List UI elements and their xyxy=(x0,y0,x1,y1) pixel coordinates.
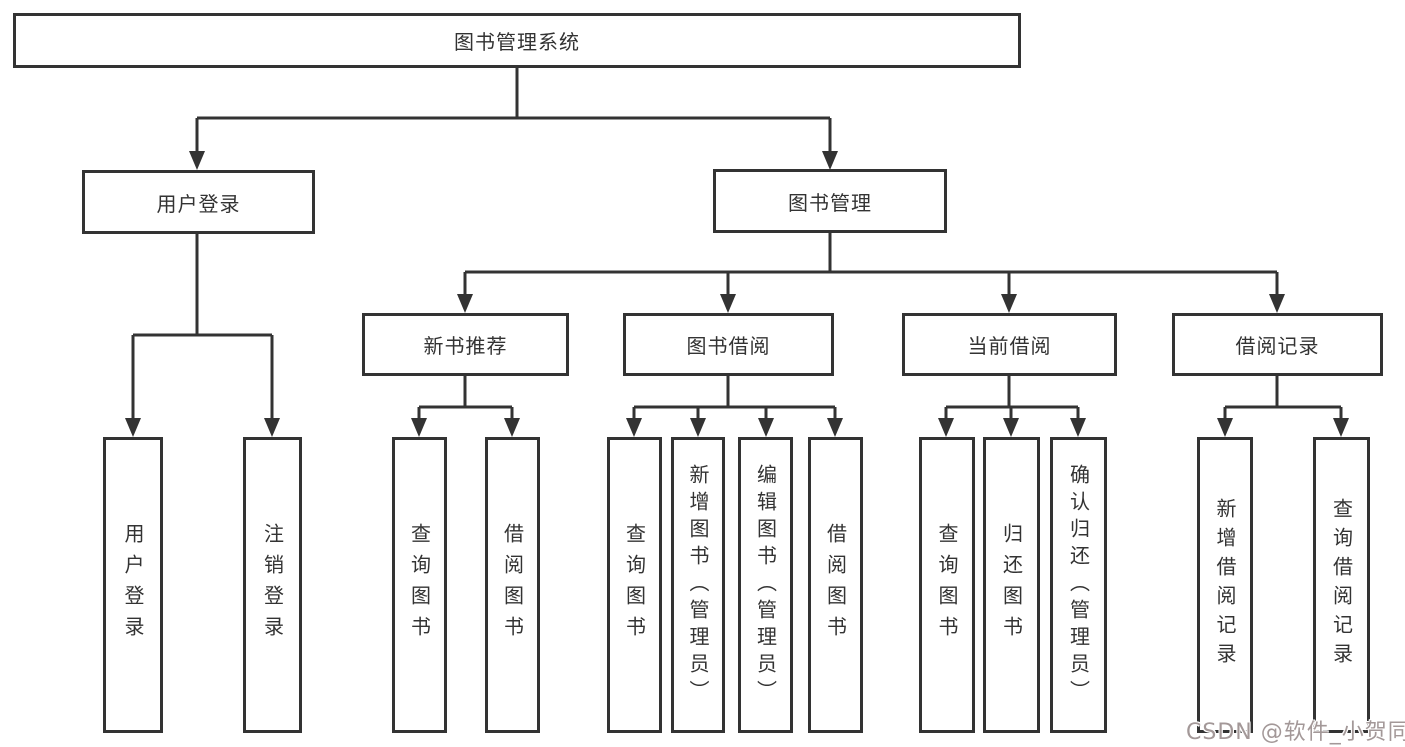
leaf-rec-borrow-book-label: 借阅图书 xyxy=(500,523,525,647)
node-new-book-recommend-label: 新书推荐 xyxy=(423,334,508,358)
node-user-login-label: 用户登录 xyxy=(156,191,241,216)
csdn-watermark: CSDN @软件_小贺同学 xyxy=(1186,720,1405,745)
leaf-rec-borrow-book: 借阅图书 xyxy=(485,437,540,733)
leaf-rec-query-book-label: 查询图书 xyxy=(407,523,432,647)
leaf-bb-query-book-label: 查询图书 xyxy=(622,523,647,647)
leaf-user-login: 用户登录 xyxy=(103,437,163,733)
node-new-book-recommend: 新书推荐 xyxy=(362,313,569,376)
leaf-cb-return-book: 归还图书 xyxy=(983,437,1040,733)
leaf-logout-label: 注销登录 xyxy=(260,523,285,647)
leaf-br-query-record-label: 查询借阅记录 xyxy=(1329,498,1354,672)
leaf-cb-query-book: 查询图书 xyxy=(919,437,975,733)
leaf-bb-edit-book: 编辑图书（管理员） xyxy=(738,437,793,733)
leaf-cb-confirm-return-label: 确认归还（管理员） xyxy=(1066,463,1091,707)
node-book-management: 图书管理 xyxy=(713,169,947,233)
leaf-user-login-label: 用户登录 xyxy=(121,523,145,647)
leaf-br-query-record: 查询借阅记录 xyxy=(1313,437,1370,733)
leaf-bb-add-book: 新增图书（管理员） xyxy=(671,437,725,733)
leaf-logout: 注销登录 xyxy=(243,437,302,733)
node-book-borrowing: 图书借阅 xyxy=(623,313,834,376)
node-current-borrowing-label: 当前借阅 xyxy=(967,334,1052,358)
leaf-br-add-record-label: 新增借阅记录 xyxy=(1213,498,1237,672)
node-book-borrowing-label: 图书借阅 xyxy=(686,334,771,358)
node-root: 图书管理系统 xyxy=(13,13,1021,68)
node-root-label: 图书管理系统 xyxy=(454,30,580,54)
leaf-bb-borrow-book: 借阅图书 xyxy=(808,437,863,733)
leaf-cb-confirm-return: 确认归还（管理员） xyxy=(1050,437,1107,733)
leaf-bb-edit-book-label: 编辑图书（管理员） xyxy=(753,463,778,707)
leaf-br-add-record: 新增借阅记录 xyxy=(1197,437,1253,733)
leaf-rec-query-book: 查询图书 xyxy=(392,437,447,733)
node-user-login: 用户登录 xyxy=(82,170,315,234)
leaf-bb-borrow-book-label: 借阅图书 xyxy=(823,523,848,647)
node-borrowing-record: 借阅记录 xyxy=(1172,313,1383,376)
node-book-management-label: 图书管理 xyxy=(788,190,872,215)
leaf-bb-add-book-label: 新增图书（管理员） xyxy=(686,463,710,707)
leaf-cb-query-book-label: 查询图书 xyxy=(935,523,959,647)
leaf-cb-return-book-label: 归还图书 xyxy=(999,523,1024,647)
node-current-borrowing: 当前借阅 xyxy=(902,313,1117,376)
node-borrowing-record-label: 借阅记录 xyxy=(1235,334,1320,358)
leaf-bb-query-book: 查询图书 xyxy=(607,437,662,733)
